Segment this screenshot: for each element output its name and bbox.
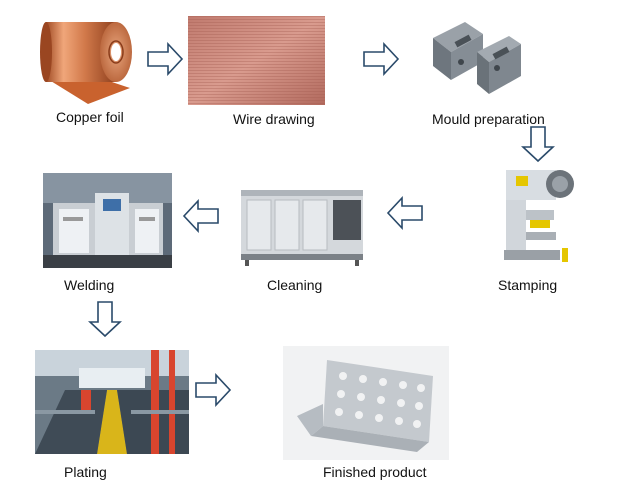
wire-drawing-image bbox=[188, 16, 325, 105]
step-label-cleaning: Cleaning bbox=[267, 277, 322, 293]
cleaning-image bbox=[237, 180, 367, 268]
step-label-finished-product: Finished product bbox=[323, 464, 427, 480]
step-label-plating: Plating bbox=[64, 464, 107, 480]
step-label-welding: Welding bbox=[64, 277, 114, 293]
copper-foil-image bbox=[38, 8, 136, 106]
plating-image bbox=[35, 350, 189, 454]
mould-image bbox=[425, 8, 525, 108]
arrow-left-icon bbox=[386, 196, 424, 230]
arrow-right-icon bbox=[194, 373, 232, 407]
welding-image bbox=[43, 173, 172, 268]
step-label-stamping: Stamping bbox=[498, 277, 557, 293]
finished-product-image bbox=[283, 346, 449, 460]
stamping-image bbox=[496, 160, 578, 268]
arrow-left-icon bbox=[182, 199, 220, 233]
arrow-down-icon bbox=[88, 300, 122, 338]
step-label-wire-drawing: Wire drawing bbox=[233, 111, 315, 127]
arrow-right-icon bbox=[362, 42, 400, 76]
step-label-copper-foil: Copper foil bbox=[56, 109, 124, 125]
arrow-down-icon bbox=[521, 125, 555, 163]
arrow-right-icon bbox=[146, 42, 184, 76]
